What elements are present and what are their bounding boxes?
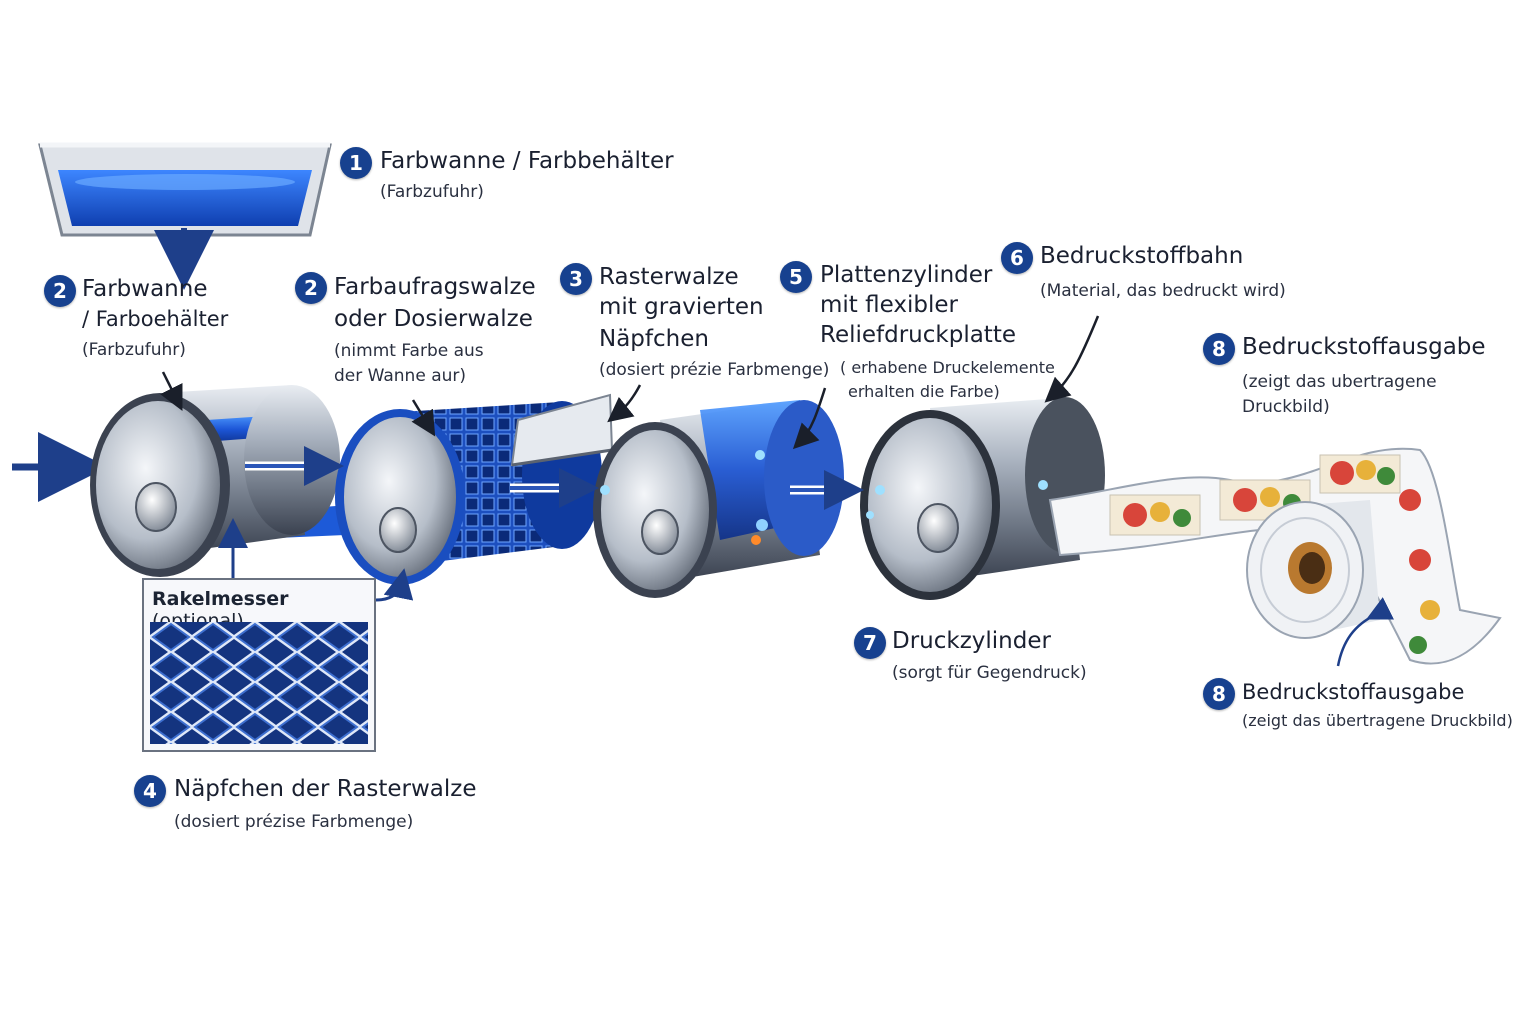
badge-4: 4	[134, 775, 166, 807]
badge-7: 7	[854, 627, 886, 659]
label-5-title-1: Plattenzylinder	[820, 260, 992, 290]
label-4-sub: (dosiert prézise Farbmenge)	[174, 810, 413, 834]
label-3-sub: (dosiert prézie Farbmenge)	[599, 358, 829, 382]
label-8a-title: Bedruckstoffausgabe	[1242, 332, 1486, 362]
ink-tray	[40, 145, 330, 235]
label-2a-sub: (Farbzufuhr)	[82, 338, 186, 362]
badge-2b: 2	[295, 272, 327, 304]
label-5-title-3: Reliefdruckplatte	[820, 320, 1016, 350]
label-6-sub: (Material, das bedruckt wird)	[1040, 279, 1286, 303]
label-2b-sub-1: (nimmt Farbe aus	[334, 339, 484, 363]
badge-6: 6	[1001, 242, 1033, 274]
label-4-title: Näpfchen der Rasterwalze	[174, 774, 476, 804]
label-5-title-2: mit flexibler	[820, 290, 958, 320]
label-5-sub-2: erhalten die Farbe)	[848, 380, 1000, 404]
badge-2a: 2	[44, 275, 76, 307]
label-8a-sub-1: (zeigt das ubertragene	[1242, 370, 1437, 394]
label-3-title-3: Näpfchen	[599, 324, 709, 354]
rakel-title-bold: Rakelmesser	[152, 588, 289, 610]
label-8b-sub: (zeigt das übertragene Druckbild)	[1242, 709, 1513, 733]
fountain-roller	[90, 385, 340, 577]
label-2b-title-2: oder Dosierwalze	[334, 304, 533, 334]
label-2a-title-1: Farbwanne	[82, 274, 207, 304]
label-1-sub: (Farbzufuhr)	[380, 180, 484, 204]
plate-roller-blue	[593, 400, 844, 598]
label-8b-title: Bedruckstoffausgabe	[1242, 677, 1464, 707]
output-roll	[1247, 500, 1380, 638]
badge-8a: 8	[1203, 333, 1235, 365]
badge-1: 1	[340, 147, 372, 179]
rakel-inset: Rakelmesser (optional)	[142, 578, 376, 752]
cell-mesh-closeup	[150, 622, 368, 744]
label-3-title-2: mit gravierten	[599, 292, 764, 322]
badge-8b: 8	[1203, 678, 1235, 710]
label-2a-title-2: / Farboehälter	[82, 304, 228, 334]
badge-5: 5	[780, 261, 812, 293]
label-7-title: Druckzylinder	[892, 626, 1051, 656]
label-1-title: Farbwanne / Farbbehälter	[380, 146, 674, 176]
label-8a-sub-2: Druckbild)	[1242, 395, 1330, 419]
label-6-title: Bedruckstoffbahn	[1040, 241, 1243, 271]
badge-3: 3	[560, 263, 592, 295]
label-3-title-1: Rasterwalze	[599, 262, 739, 292]
label-2b-sub-2: der Wanne aur)	[334, 364, 466, 388]
label-7-sub: (sorgt für Gegendruck)	[892, 661, 1087, 685]
label-2b-title-1: Farbaufragswalze	[334, 272, 536, 302]
label-5-sub-1: ( erhabene Druckelemente	[840, 356, 1055, 380]
